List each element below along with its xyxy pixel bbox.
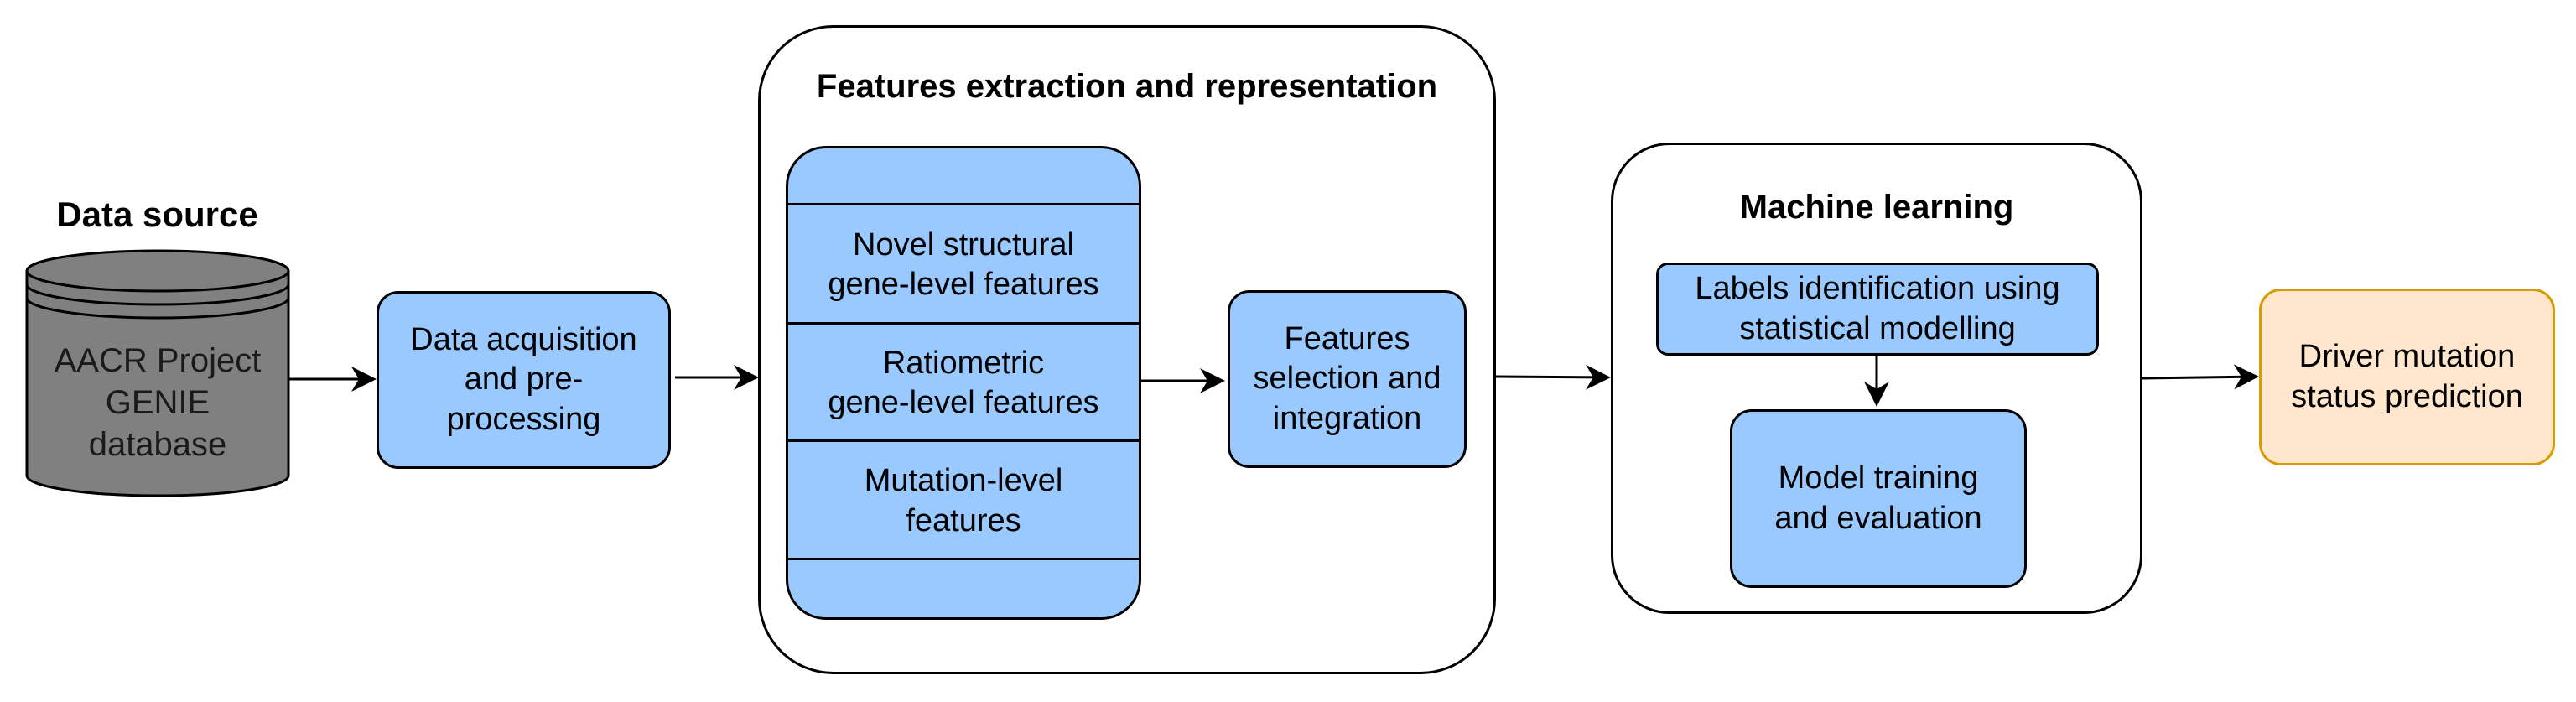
- data-acquisition-box[interactable]: Data acquisition and pre- processing: [377, 291, 671, 469]
- features-extraction-group: Features extraction and representation N…: [758, 25, 1496, 674]
- features-selection-box[interactable]: Features selection and integration: [1228, 290, 1467, 468]
- features-list: Novel structural gene-level features Rat…: [786, 146, 1141, 620]
- labels-identification-box[interactable]: Labels identification using statistical …: [1656, 263, 2099, 356]
- database-label: AACR Project GENIE database: [54, 342, 262, 463]
- feature-novel-structural[interactable]: Novel structural gene-level features: [788, 208, 1139, 325]
- driver-mutation-output-box[interactable]: Driver mutation status prediction: [2259, 289, 2555, 465]
- feature-mutation-level[interactable]: Mutation-level features: [788, 445, 1139, 560]
- features-list-header: [788, 148, 1139, 205]
- features-extraction-title: Features extraction and representation: [816, 68, 1438, 105]
- arrow-ml-to-output: [2142, 364, 2259, 390]
- model-training-box[interactable]: Model training and evaluation: [1730, 409, 2027, 588]
- machine-learning-title: Machine learning: [1739, 189, 2014, 226]
- data-source-title: Data source: [56, 195, 258, 234]
- feature-ratiometric[interactable]: Ratiometric gene-level features: [788, 327, 1139, 442]
- database-icon: [25, 249, 290, 497]
- database-cylinder[interactable]: AACR Project GENIE database: [23, 247, 292, 499]
